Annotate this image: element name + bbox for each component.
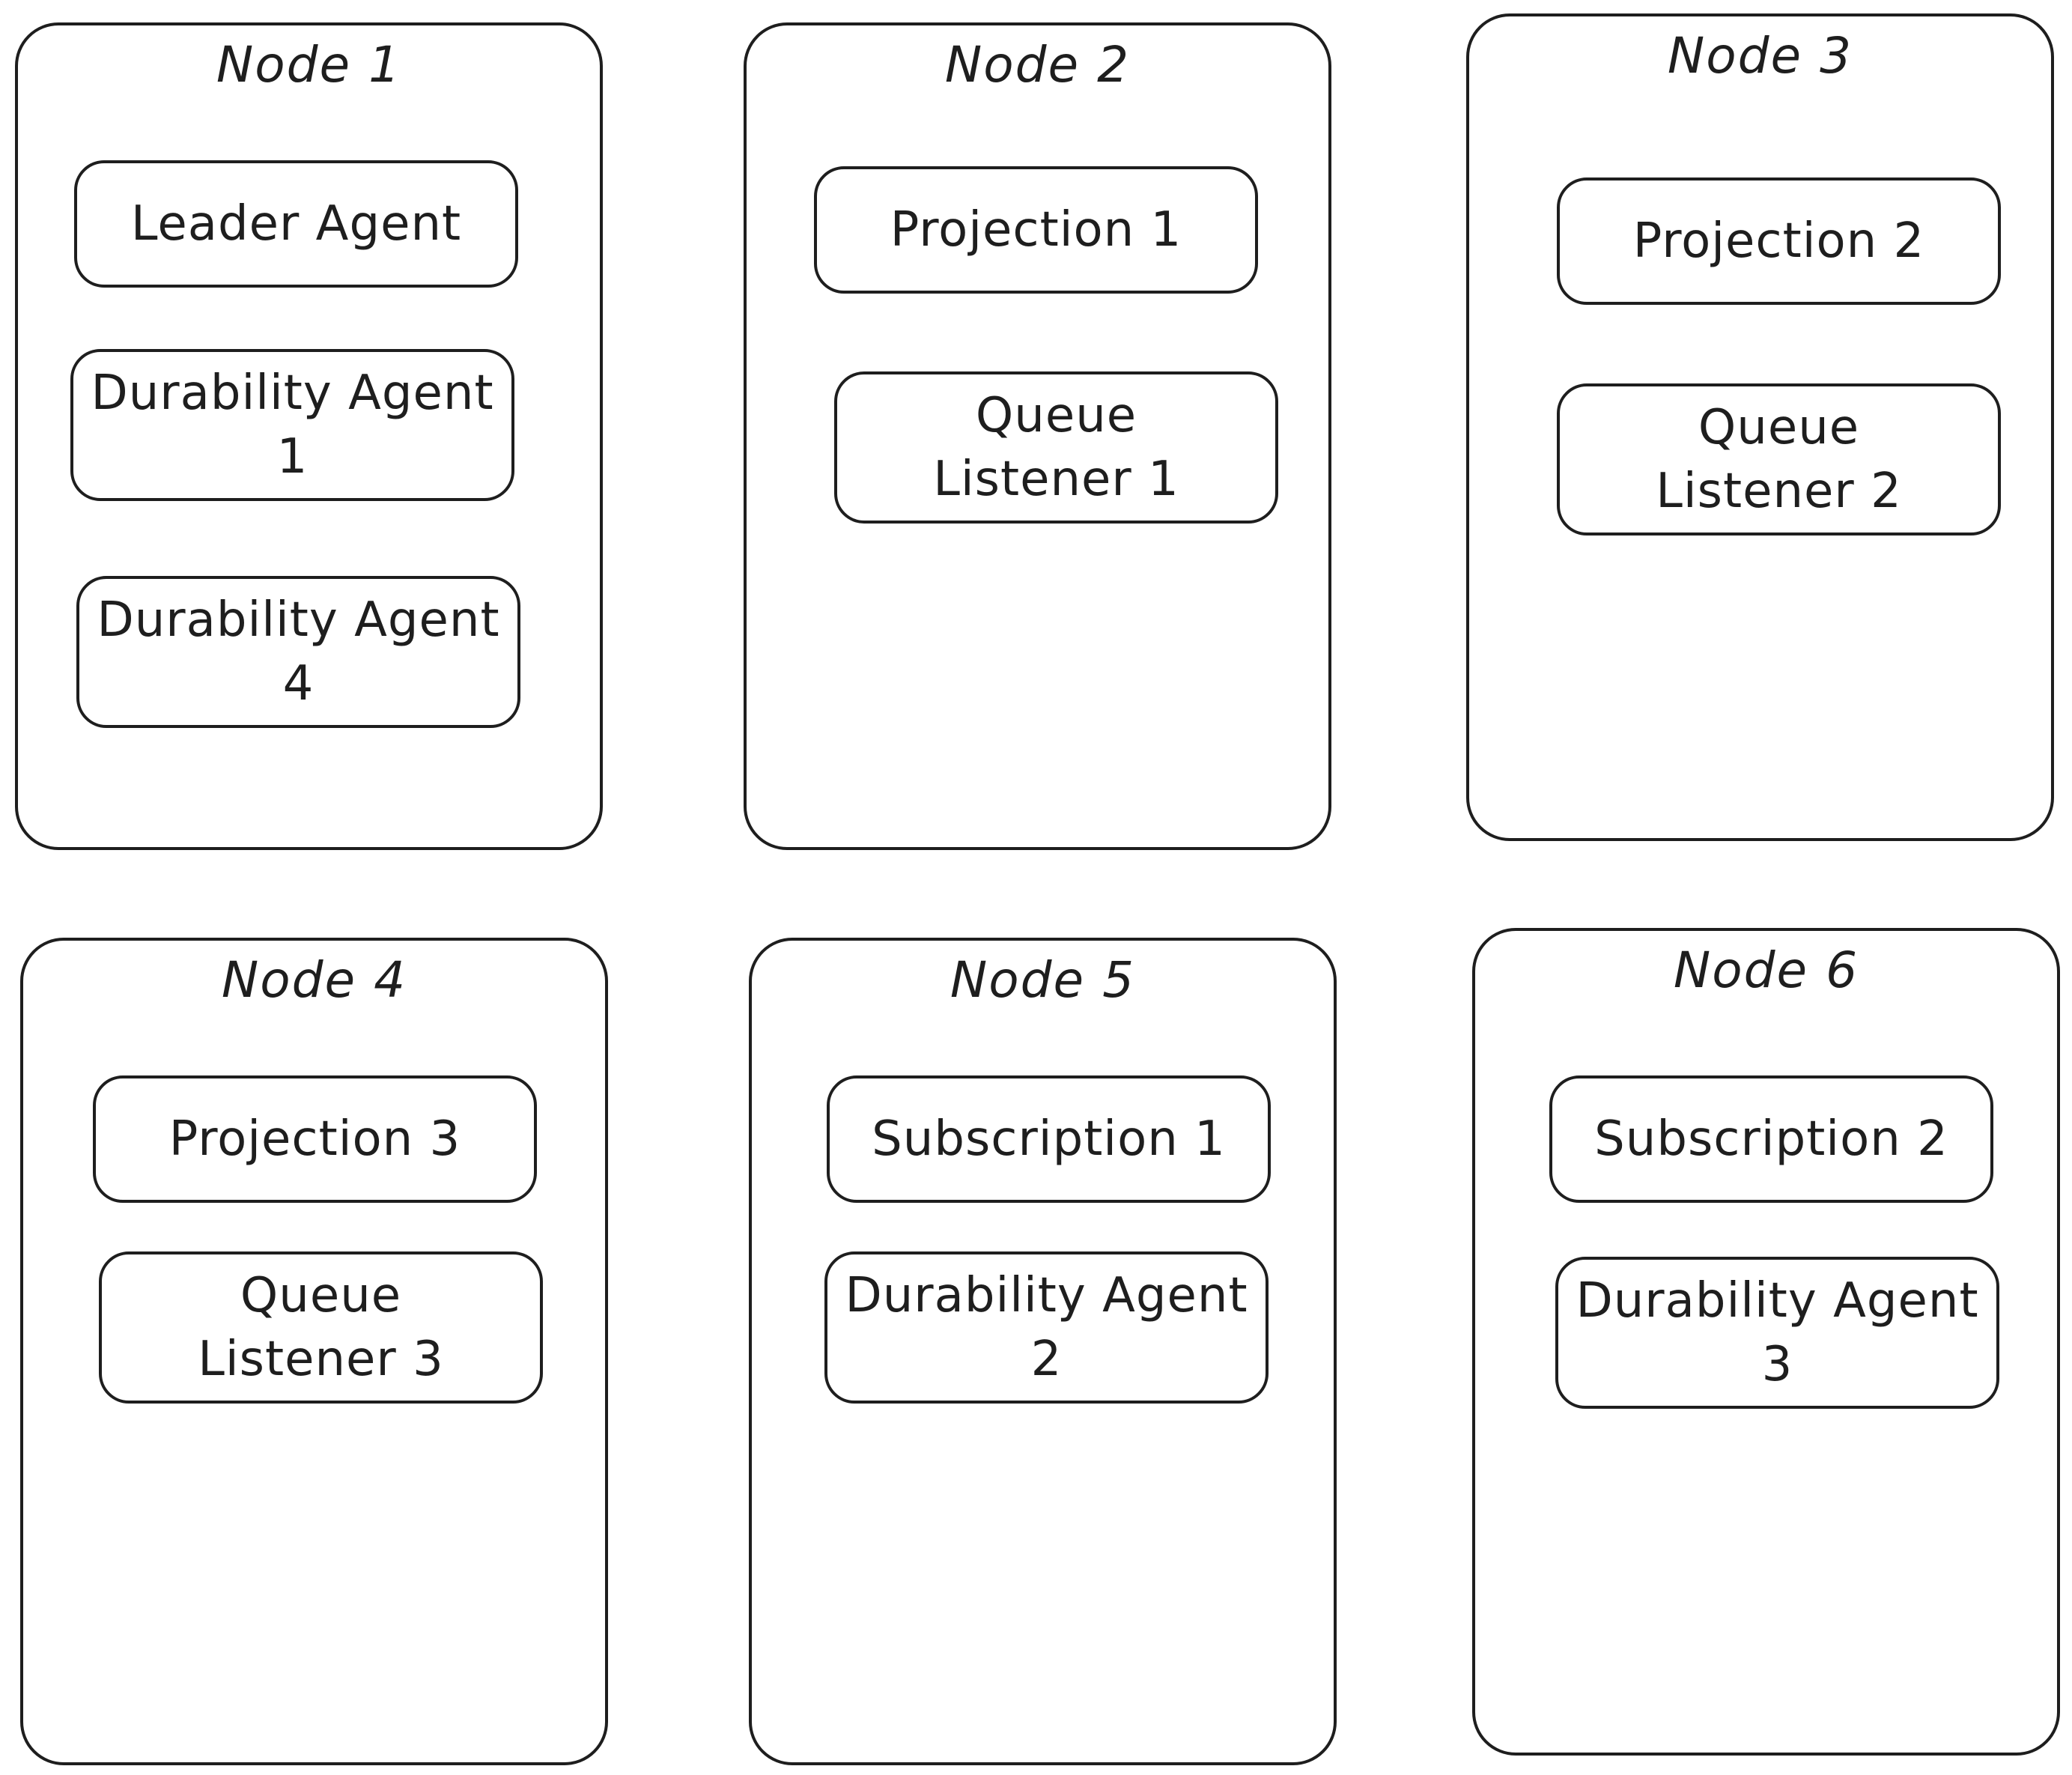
component-label: Projection 1 [890, 201, 1182, 258]
node-6-container: Node 6 Subscription 2 Durability Agent 3 [1472, 928, 2060, 1756]
component-label: Subscription 2 [1594, 1111, 1948, 1167]
component-label: Queue Listener 1 [933, 388, 1179, 507]
node-title: Node 5 [950, 951, 1136, 1009]
component-durability-agent-4: Durability Agent 4 [76, 576, 520, 728]
node-title: Node 2 [944, 36, 1131, 94]
component-projection-1: Projection 1 [814, 166, 1258, 294]
node-5-container: Node 5 Subscription 1 Durability Agent 2 [749, 938, 1337, 1765]
component-label: Projection 3 [168, 1111, 461, 1167]
component-label: Subscription 1 [872, 1111, 1226, 1167]
component-projection-2: Projection 2 [1557, 178, 2001, 305]
component-label: Projection 2 [1632, 213, 1925, 269]
component-label: Durability Agent 2 [845, 1268, 1248, 1387]
component-projection-3: Projection 3 [93, 1075, 537, 1203]
component-leader-agent: Leader Agent [74, 160, 518, 288]
component-label: Durability Agent 1 [91, 365, 494, 485]
component-label: Durability Agent 4 [97, 592, 500, 711]
component-label: Durability Agent 3 [1576, 1273, 1979, 1392]
node-title: Node 6 [1673, 941, 1859, 999]
component-queue-listener-1: Queue Listener 1 [834, 371, 1278, 524]
component-label: Leader Agent [130, 195, 462, 252]
node-2-container: Node 2 Projection 1 Queue Listener 1 [744, 22, 1331, 850]
node-title: Node 3 [1667, 27, 1853, 85]
node-title: Node 1 [216, 36, 402, 94]
component-durability-agent-2: Durability Agent 2 [824, 1251, 1269, 1404]
node-1-container: Node 1 Leader Agent Durability Agent 1 D… [15, 22, 603, 850]
component-durability-agent-3: Durability Agent 3 [1555, 1257, 1999, 1409]
component-subscription-2: Subscription 2 [1549, 1075, 1993, 1203]
node-3-container: Node 3 Projection 2 Queue Listener 2 [1466, 13, 2054, 841]
component-queue-listener-3: Queue Listener 3 [99, 1251, 543, 1404]
node-4-container: Node 4 Projection 3 Queue Listener 3 [20, 938, 608, 1765]
component-label: Queue Listener 2 [1656, 400, 1902, 519]
component-subscription-1: Subscription 1 [827, 1075, 1271, 1203]
component-queue-listener-2: Queue Listener 2 [1557, 383, 2001, 535]
component-durability-agent-1: Durability Agent 1 [70, 349, 514, 501]
component-label: Queue Listener 3 [198, 1268, 444, 1387]
node-title: Node 4 [221, 951, 407, 1009]
